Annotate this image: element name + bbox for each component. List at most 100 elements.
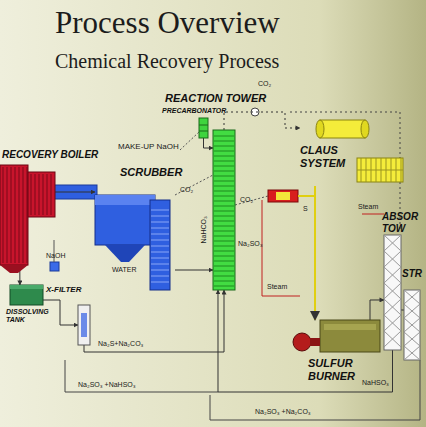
equipment-shape (404, 290, 420, 360)
cylinder-end (316, 120, 324, 138)
claus-cylinder (320, 120, 365, 138)
subtitle: Chemical Recovery Process (55, 50, 279, 72)
equipment-node: RECOVERY BOILER (0, 165, 55, 265)
tray-stroke (214, 191, 234, 192)
equipment-label: DISSOLVING TANK (6, 308, 58, 324)
process-stream (84, 290, 224, 352)
tray-stroke (151, 234, 169, 235)
equipment-shape (10, 285, 43, 305)
process-stream (224, 112, 300, 130)
tray-stroke (151, 264, 169, 265)
equipment-label: REACTION TOWER (165, 92, 266, 105)
tray-stroke (214, 186, 234, 187)
packing-stroke (384, 267, 401, 283)
tray-stroke (214, 146, 234, 147)
tray-stroke (214, 206, 234, 207)
steam-line (262, 296, 300, 297)
packing-stroke (404, 304, 420, 318)
tray-stroke (214, 256, 234, 257)
packing-stroke (404, 304, 420, 318)
packing-stroke (384, 283, 401, 299)
packing-stroke (384, 267, 401, 283)
stream-label: Na₂SO₃ +NaHSO₃ (78, 381, 136, 389)
packing-stroke (384, 235, 401, 251)
tray-stroke (214, 231, 234, 232)
filter-media (81, 313, 87, 337)
packing-stroke (384, 331, 401, 347)
equipment-shape (199, 118, 208, 138)
process-stream (218, 290, 393, 392)
tray-stroke (214, 271, 234, 272)
tray-stroke (151, 210, 169, 211)
equipment-shape (95, 190, 175, 290)
stream-label: NaHSO₃ (362, 379, 389, 387)
process-stream (204, 138, 214, 148)
tube-stroke (51, 174, 52, 215)
packing-stroke (384, 251, 401, 267)
equipment-label: SCRUBBER (120, 166, 182, 179)
equipment-label: ABSOR TOW (382, 211, 422, 234)
equipment-node: STR (404, 290, 420, 360)
heater-core (276, 192, 290, 200)
tray-stroke (199, 131, 208, 132)
sulfur-line (298, 195, 315, 197)
stream-label: CO₂ (240, 196, 253, 204)
equipment-node: PRECARBONATOR (199, 118, 208, 138)
stripper-column (404, 290, 420, 360)
process-stream (314, 186, 316, 320)
tray-stroke (214, 286, 234, 287)
steam-line (362, 214, 384, 215)
claus-converter (357, 158, 403, 182)
equipment-label: STR (402, 268, 422, 280)
stream-label: NaOH (46, 252, 65, 260)
tray-stroke (151, 276, 169, 277)
packing-stroke (404, 290, 420, 304)
scrubber-box (95, 195, 155, 245)
equipment-shape (78, 305, 90, 345)
equipment-node: ABSOR TOW (384, 235, 401, 350)
tray-stroke (214, 166, 234, 167)
tray-stroke (214, 201, 234, 202)
packing-stroke (404, 346, 420, 360)
heater-symbol (268, 190, 298, 202)
tank-body (10, 285, 43, 305)
stream-label: Steam (358, 203, 378, 211)
boiler-body (0, 165, 28, 265)
packing-stroke (384, 315, 401, 331)
packing-stroke (384, 299, 401, 315)
tube-stroke (15, 167, 16, 263)
absorber-column (384, 235, 401, 350)
tray-stroke (151, 246, 169, 247)
tray-stroke (214, 251, 234, 252)
boiler-pass (28, 172, 55, 217)
stream-label: Na₂SO₃ +Na₂CO₃ (255, 408, 311, 416)
tray-stroke (214, 176, 234, 177)
stream-label: Steam (267, 283, 287, 291)
tray-stroke (151, 270, 169, 271)
tray-stroke (214, 136, 234, 137)
tray-stroke (214, 156, 234, 157)
equipment-shape (0, 165, 55, 265)
tray-stroke (214, 261, 234, 262)
process-stream (370, 300, 384, 320)
tube-stroke (23, 167, 24, 263)
tube-stroke (43, 174, 44, 215)
tube-stroke (27, 167, 28, 263)
process-line (420, 360, 421, 420)
equipment-label: RECOVERY BOILER (2, 149, 98, 161)
stream-label: NaHCO₃ (200, 216, 208, 243)
tray-stroke (151, 240, 169, 241)
tray-stroke (214, 196, 234, 197)
stream-label: WATER (112, 266, 137, 274)
tray-stroke (151, 216, 169, 217)
tray-stroke (214, 161, 234, 162)
tube-stroke (39, 174, 40, 215)
dotted-line (290, 112, 400, 113)
tube-stroke (11, 167, 12, 263)
steam-line (262, 200, 263, 296)
packing-stroke (404, 318, 420, 332)
equipment-node: CLAUS SYSTEM (300, 118, 405, 186)
tray-stroke (214, 216, 234, 217)
equipment-label: SULFUR BURNER (308, 357, 370, 382)
